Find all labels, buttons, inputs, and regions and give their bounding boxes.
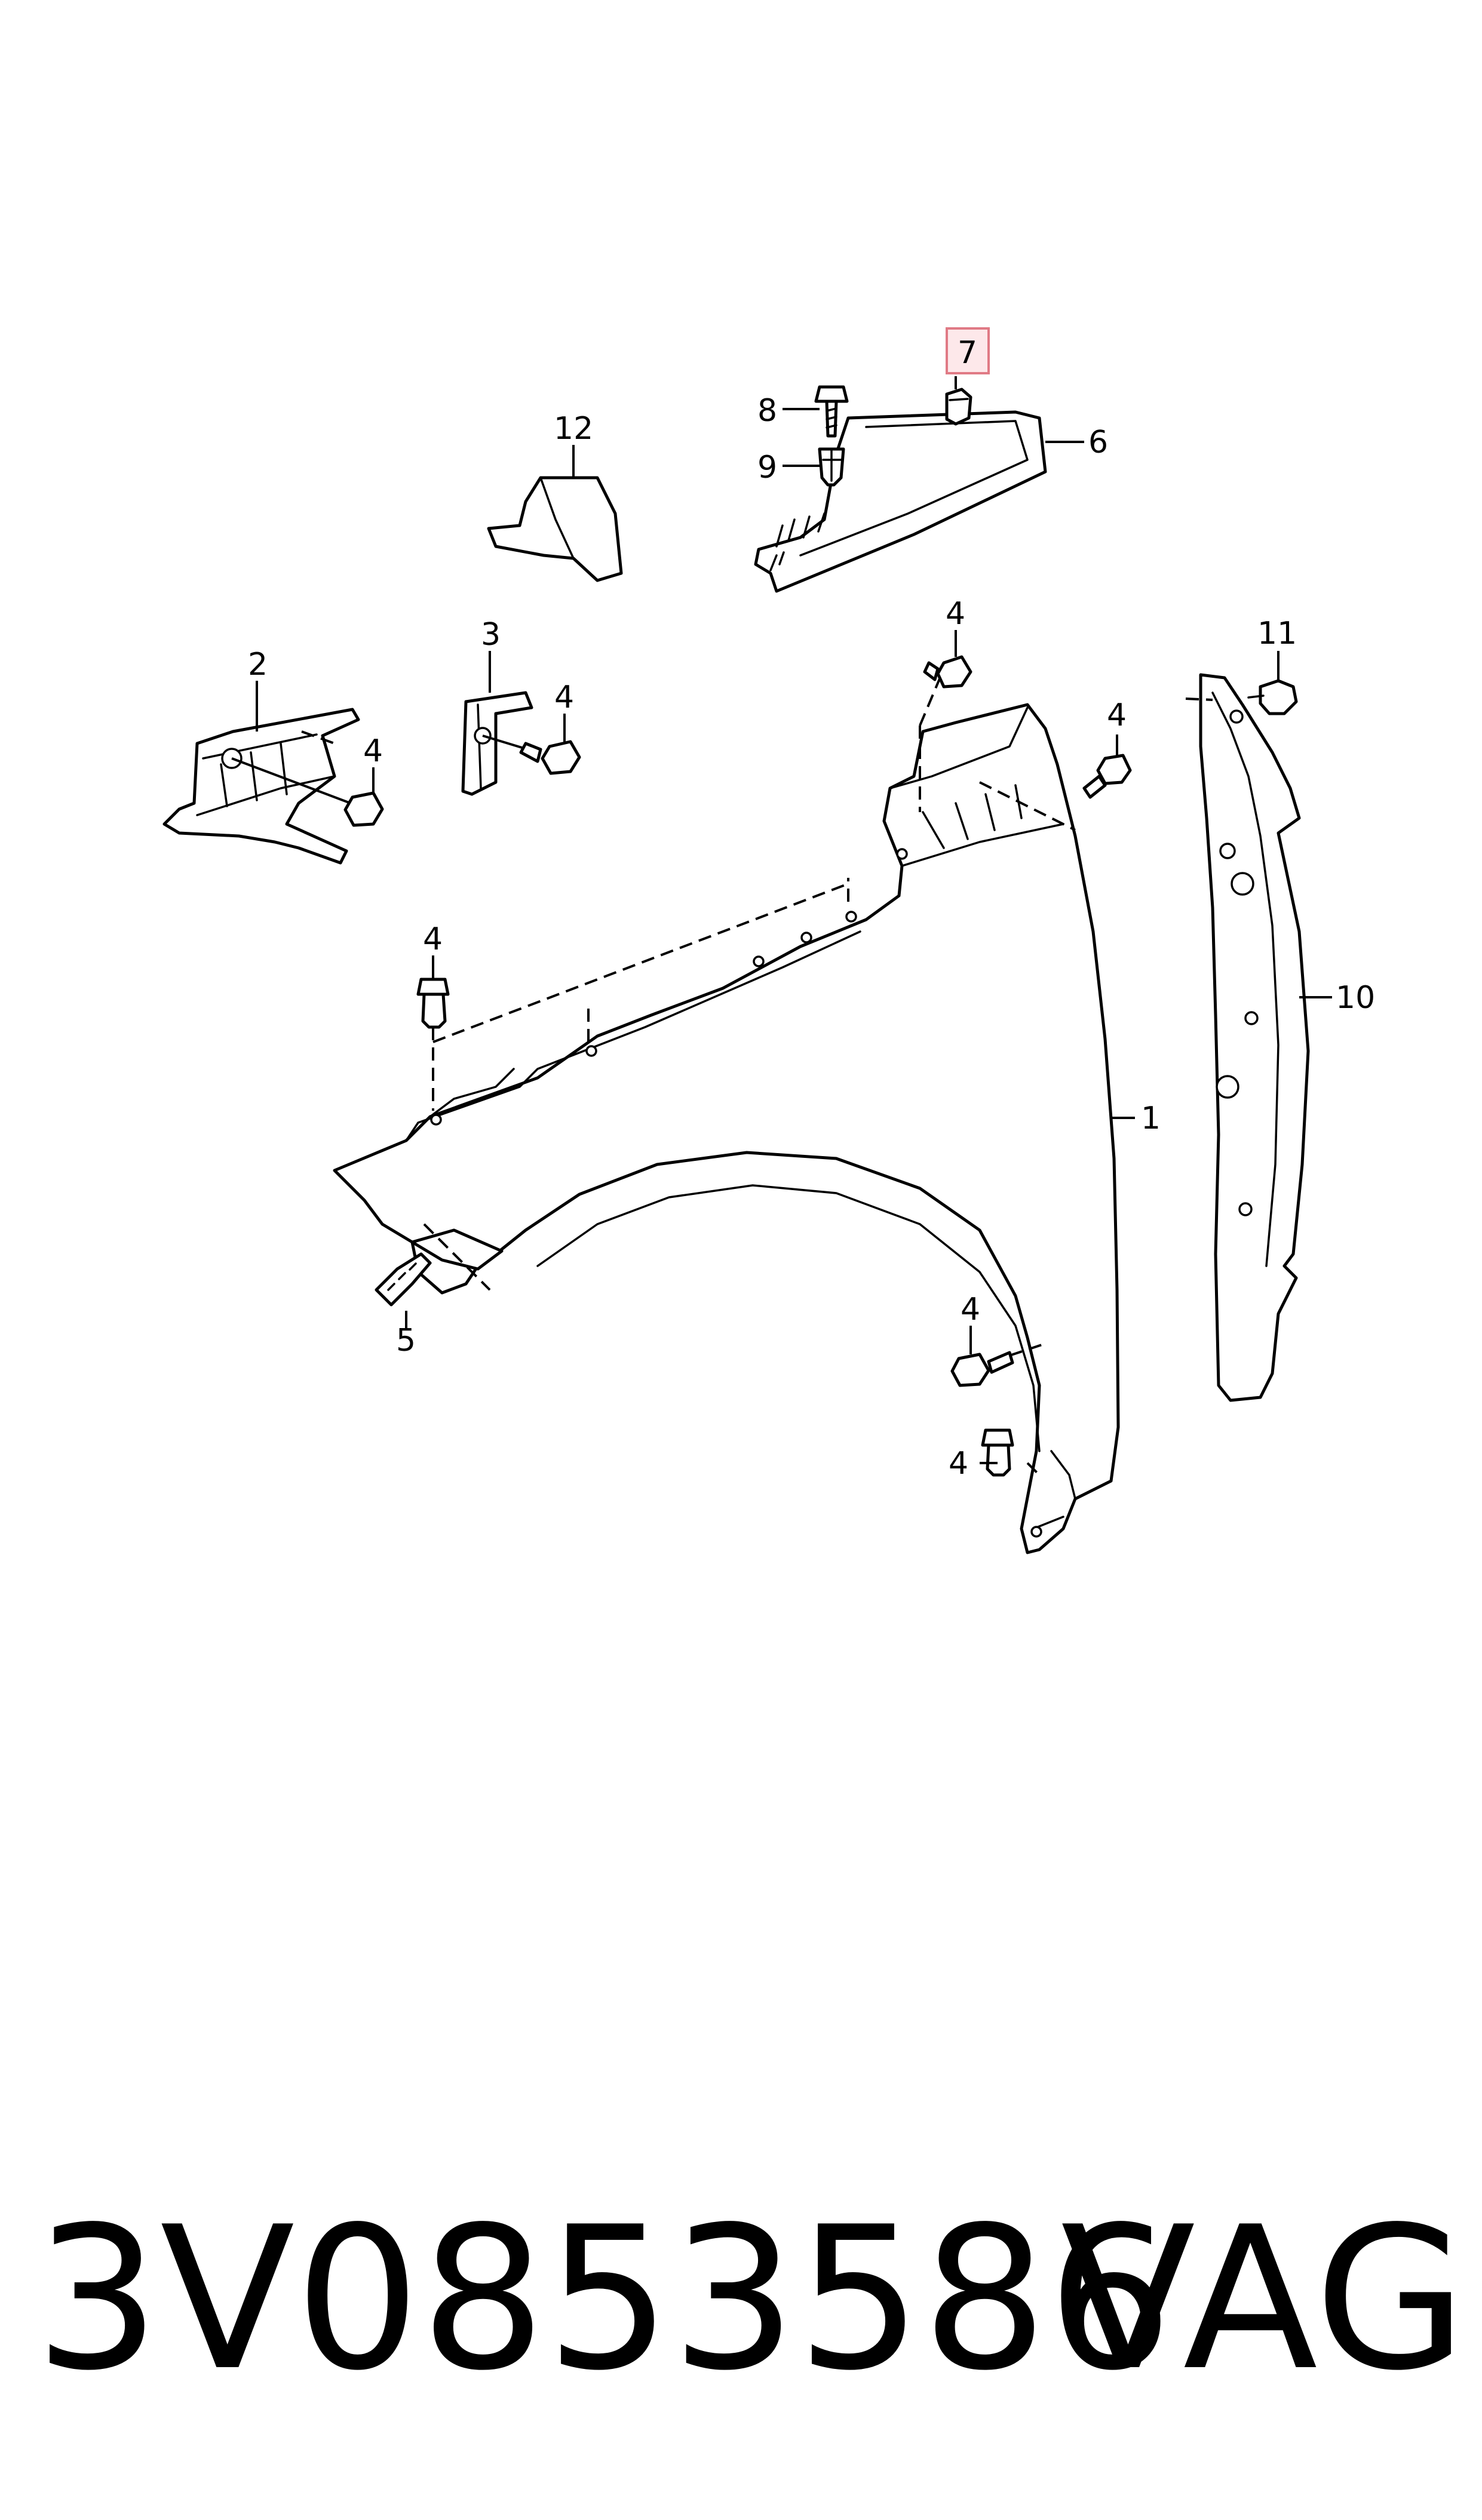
bolt-4-g xyxy=(981,1428,1014,1477)
part-8-screw xyxy=(814,385,849,438)
footer: 3V0853586 VAG xyxy=(0,2186,1482,2413)
leader-lines xyxy=(256,376,1332,1464)
assembly-lines xyxy=(423,668,1076,1476)
bolt-4-c xyxy=(519,740,581,775)
bolt-4-a xyxy=(923,655,972,689)
part-10-seal-strip xyxy=(1199,673,1310,1402)
part-7-clip xyxy=(945,388,972,426)
callout-2: 2 xyxy=(248,647,268,683)
part-12-bracket xyxy=(487,476,623,582)
brand-label: VAG xyxy=(1060,2184,1467,2414)
part-11-clip xyxy=(1247,679,1298,715)
bolt-4-d xyxy=(343,791,384,827)
callout-3: 3 xyxy=(481,617,501,653)
part-number: 3V0853586 xyxy=(35,2184,1173,2414)
callout-7: 7 xyxy=(958,335,977,371)
exploded-parts-diagram: 1 2 3 4 4 4 4 4 4 4 5 6 7 8 9 10 11 12 xyxy=(162,327,1375,1554)
callout-4a: 4 xyxy=(946,596,965,632)
part-1-fender xyxy=(333,703,1120,1554)
callout-6: 6 xyxy=(1088,425,1108,460)
bolt-4-f xyxy=(950,1351,1014,1387)
part-5-stud-bolt xyxy=(375,1252,432,1307)
callout-9: 9 xyxy=(757,450,777,485)
callout-4c: 4 xyxy=(554,680,574,715)
callout-5: 5 xyxy=(396,1323,416,1359)
callout-4d: 4 xyxy=(363,733,383,769)
callout-4f: 4 xyxy=(961,1292,980,1327)
highlight-box xyxy=(946,327,990,374)
assembly-line-10 xyxy=(1185,697,1213,701)
bolt-4-b xyxy=(1082,754,1132,799)
callout-11: 11 xyxy=(1257,616,1297,651)
callout-8: 8 xyxy=(757,393,777,429)
callout-4g: 4 xyxy=(949,1446,968,1482)
part-3-bracket xyxy=(461,691,538,796)
callout-1: 1 xyxy=(1141,1101,1161,1136)
callout-4b: 4 xyxy=(1107,697,1127,733)
bolt-4-e xyxy=(416,978,450,1029)
part-6-trim-strip xyxy=(754,410,1047,593)
callout-10: 10 xyxy=(1336,980,1375,1016)
part-2-bracket xyxy=(162,708,360,865)
callout-12: 12 xyxy=(554,411,593,447)
callout-4e: 4 xyxy=(423,921,443,957)
part-9-nut xyxy=(818,447,845,487)
